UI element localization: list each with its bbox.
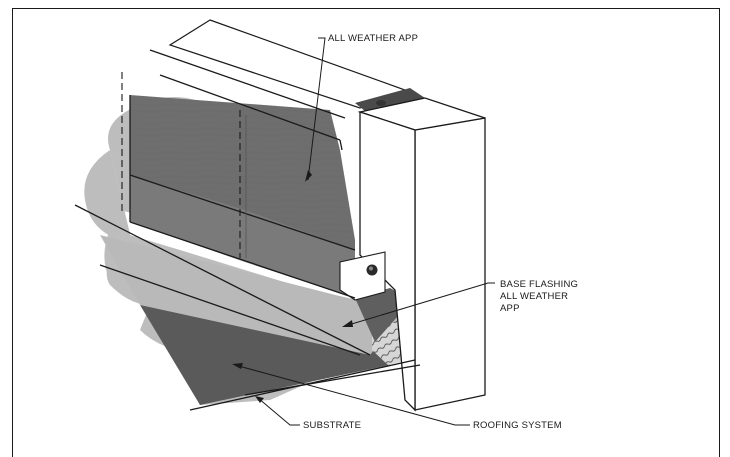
diagram-frame bbox=[12, 8, 720, 457]
parapet-wall-front bbox=[414, 117, 486, 411]
arrow-roofing-system bbox=[232, 363, 243, 369]
roof-surface-edge-lower bbox=[99, 264, 361, 356]
termination-bar bbox=[339, 251, 386, 301]
arrow-base-flashing bbox=[342, 320, 353, 327]
label-all-weather-app: ALL WEATHER APP bbox=[328, 33, 418, 44]
coping-cap-top bbox=[168, 19, 407, 109]
label-substrate: SUBSTRATE bbox=[303, 420, 361, 431]
leader-all-weather-app bbox=[307, 37, 326, 181]
coping-drip-edge bbox=[159, 74, 341, 141]
label-base-flashing-2: ALL WEATHER bbox=[500, 291, 568, 302]
membrane-lower-edge bbox=[129, 221, 356, 299]
roof-surface-edge-upper bbox=[74, 204, 371, 356]
label-base-flashing-3: APP bbox=[500, 303, 520, 314]
leader-roofing-system bbox=[234, 364, 470, 426]
membrane-seam-horizontal bbox=[129, 174, 356, 251]
label-base-flashing-1: BASE FLASHING bbox=[500, 279, 578, 290]
leader-substrate bbox=[257, 397, 300, 426]
coping-edge-lower bbox=[149, 49, 346, 119]
substrate-edge bbox=[244, 364, 421, 396]
coping-drip-end bbox=[339, 139, 343, 151]
lower-membrane-panel bbox=[130, 175, 355, 298]
base-flashing-sheet bbox=[100, 235, 410, 355]
substrate-area bbox=[140, 305, 390, 405]
label-roofing-system: ROOFING SYSTEM bbox=[473, 420, 562, 431]
coping-cap-band bbox=[355, 88, 425, 115]
fastener-highlight-icon bbox=[369, 266, 373, 271]
arrow-substrate bbox=[255, 396, 264, 403]
parapet-wall-side bbox=[359, 111, 416, 412]
leader-base-flashing bbox=[344, 282, 495, 327]
coping-fastener-icon bbox=[376, 100, 386, 106]
arrow-all-weather-app bbox=[305, 170, 312, 182]
